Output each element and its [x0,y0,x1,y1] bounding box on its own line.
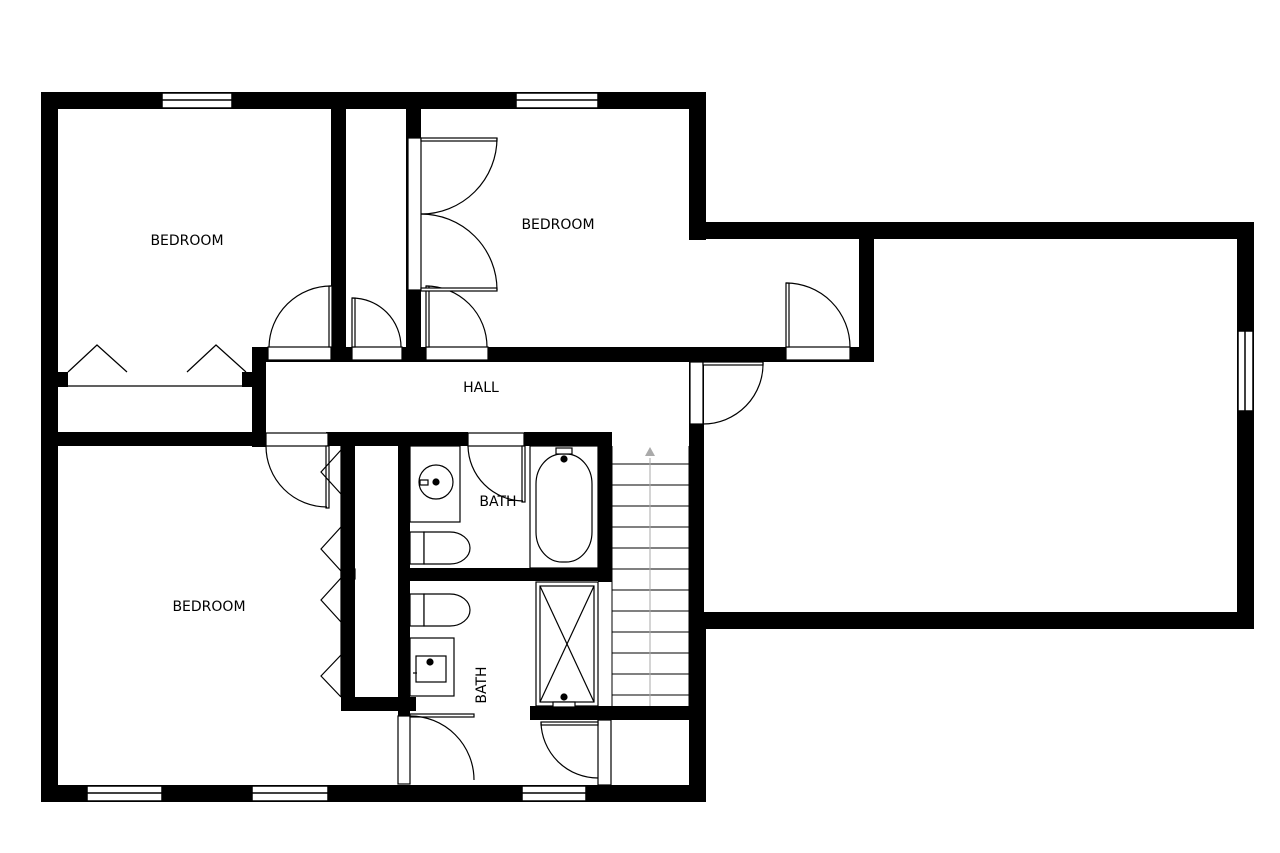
door-extension [689,361,764,425]
door-bath-upper [467,432,526,503]
wall-extension-west [689,360,704,620]
window-bedroom3-south-b [251,785,329,802]
wall-north [41,92,706,109]
bifold-bedroom1-closet [67,344,247,387]
wall-extension-south [689,612,1254,629]
window-bath-south [521,785,587,802]
room-label-bedroom-southwest: BEDROOM [172,599,245,615]
wall-hall-west [252,347,266,447]
door-bedroom3 [265,432,330,509]
room-label-bath-lower: BATH [474,666,490,703]
door-bedroom2 [425,285,489,361]
bifold-bedroom3-closet [320,446,356,698]
windows [86,92,1254,802]
wall-lower-bath-west [398,706,410,716]
stairs [611,446,690,706]
wall-east-upper [689,92,706,240]
bifold-doors [67,344,356,698]
toilet-upper-icon [409,531,471,565]
window-bedroom3-south-a [86,785,163,802]
shower-icon [535,581,599,708]
wall-extension-north [689,222,1254,239]
door-bath-lower-east [540,719,612,786]
door-extension-closet [785,282,851,361]
wall-closet-south-bottom [341,697,416,711]
room-label-bedroom-northwest: BEDROOM [150,233,223,249]
door-bedroom1 [267,285,333,361]
window-bedroom2-north [515,92,599,109]
room-label-bath-upper: BATH [479,494,516,510]
wall-bedroom1-east [331,92,346,360]
room-label-bedroom-north: BEDROOM [521,217,594,233]
window-bedroom1-north [161,92,233,109]
door-linen-closet [351,297,403,361]
wall-west [41,92,58,802]
wall-closet-east [859,222,874,362]
sink-lower-icon [409,637,455,697]
wall-hall-south-c [524,432,612,446]
wall-bedroom1-closet-bottom [58,372,68,387]
wall-bath-east [598,432,612,582]
wall-extension-east [1237,222,1254,629]
door-bath-lower [397,713,475,785]
door-bedroom2-closet [407,137,498,292]
toilet-lower-icon [409,593,471,627]
bathtub-icon [529,445,599,569]
wall-bedroom1-closet-end [242,372,252,387]
wall-bath-divider [398,568,612,581]
fixtures [409,445,599,708]
doors [265,137,851,786]
wall-hall-south-a [326,432,416,446]
room-label-hall: HALL [463,380,499,396]
sink-upper-icon [409,445,461,523]
wall-bedroom-divider [41,432,266,446]
stair-direction-arrow-icon [645,447,655,706]
wall-hall-south-b [398,432,468,446]
window-extension-east [1237,330,1254,412]
room-labels: BEDROOM BEDROOM HALL BEDROOM BATH BATH [150,217,594,704]
wall-bath-lower-bottom [530,706,706,720]
